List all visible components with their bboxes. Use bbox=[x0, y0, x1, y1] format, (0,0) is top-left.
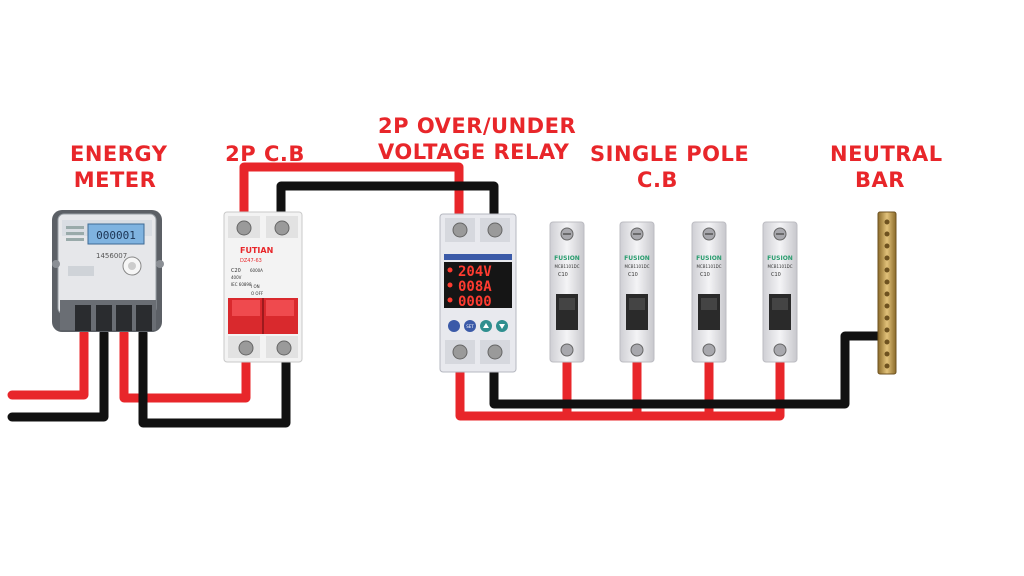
relay-set-label: SET bbox=[466, 324, 474, 329]
mcb-1: FUSION MCB1101DC C10 bbox=[549, 221, 585, 363]
mcb-4-brand: FUSION bbox=[767, 255, 793, 262]
cb-2p: FUTIAN DZ47-63 C20 400V 6000A IEC 60898 … bbox=[223, 211, 303, 363]
mcb-2-rating: C10 bbox=[628, 272, 638, 278]
cb-2p-label: 2P C.B bbox=[225, 142, 305, 166]
mcb-1-rating: C10 bbox=[558, 272, 568, 278]
mcb-3-model: MCB1101DC bbox=[696, 264, 721, 269]
relay-power-readout: 0000 bbox=[458, 294, 492, 310]
cb-2p-brand: FUTIAN bbox=[240, 246, 273, 255]
cb-to-relay-neutral-wire bbox=[276, 181, 499, 227]
relay-current-readout: 008A bbox=[458, 279, 492, 295]
down-arrow-icon bbox=[499, 324, 505, 329]
mcb-3: FUSION MCB1101DC C10 bbox=[691, 221, 727, 363]
mcb-2-model: MCB1101DC bbox=[624, 264, 649, 269]
relay-to-neutral-bar-wire bbox=[489, 331, 885, 409]
relay-to-mcb-live-wire bbox=[455, 347, 785, 421]
meter-display: 000001 bbox=[96, 229, 136, 242]
cb-2p-on-text: I ON bbox=[251, 284, 260, 289]
mcb-3-brand: FUSION bbox=[696, 255, 722, 262]
supply-live-wire bbox=[7, 328, 89, 400]
meter-to-cb-neutral-wire bbox=[138, 328, 291, 428]
mcb-3-rating: C10 bbox=[700, 272, 710, 278]
cb-2p-standard: IEC 60898 bbox=[231, 282, 252, 287]
relay-voltage-readout: 204V bbox=[458, 264, 492, 280]
supply-neutral-wire bbox=[7, 328, 109, 422]
neutral-bar-screws bbox=[884, 219, 890, 369]
mcb-2: FUSION MCB1101DC C10 bbox=[619, 221, 655, 363]
relay-power-button[interactable] bbox=[448, 320, 460, 332]
cb-2p-voltage: 400V bbox=[231, 275, 242, 280]
energy-meter: 000001 1456007 bbox=[52, 210, 164, 332]
cb-2p-off-text: O OFF bbox=[251, 291, 264, 296]
cb-2p-current: 6000A bbox=[250, 268, 263, 273]
wires bbox=[7, 162, 885, 428]
mcb-2-brand: FUSION bbox=[624, 255, 650, 262]
mcb-4-model: MCB1101DC bbox=[767, 264, 792, 269]
meter-to-cb-live-wire bbox=[119, 328, 251, 403]
mcb-4-rating: C10 bbox=[771, 272, 781, 278]
meter-serial: 1456007 bbox=[96, 252, 127, 260]
voltage-relay: 204V 008A 0000 SET bbox=[439, 213, 517, 373]
mcb-1-model: MCB1101DC bbox=[554, 264, 579, 269]
mcb-4: FUSION MCB1101DC C10 bbox=[762, 221, 798, 363]
cb-to-relay-live-wire bbox=[239, 162, 464, 227]
relay-set-button[interactable] bbox=[464, 320, 476, 332]
cb-2p-model: DZ47-63 bbox=[240, 258, 262, 264]
neutral-bar bbox=[877, 211, 897, 375]
mcb-1-brand: FUSION bbox=[554, 255, 580, 262]
up-arrow-icon bbox=[483, 323, 489, 328]
cb-2p-rating: C20 bbox=[231, 268, 241, 274]
